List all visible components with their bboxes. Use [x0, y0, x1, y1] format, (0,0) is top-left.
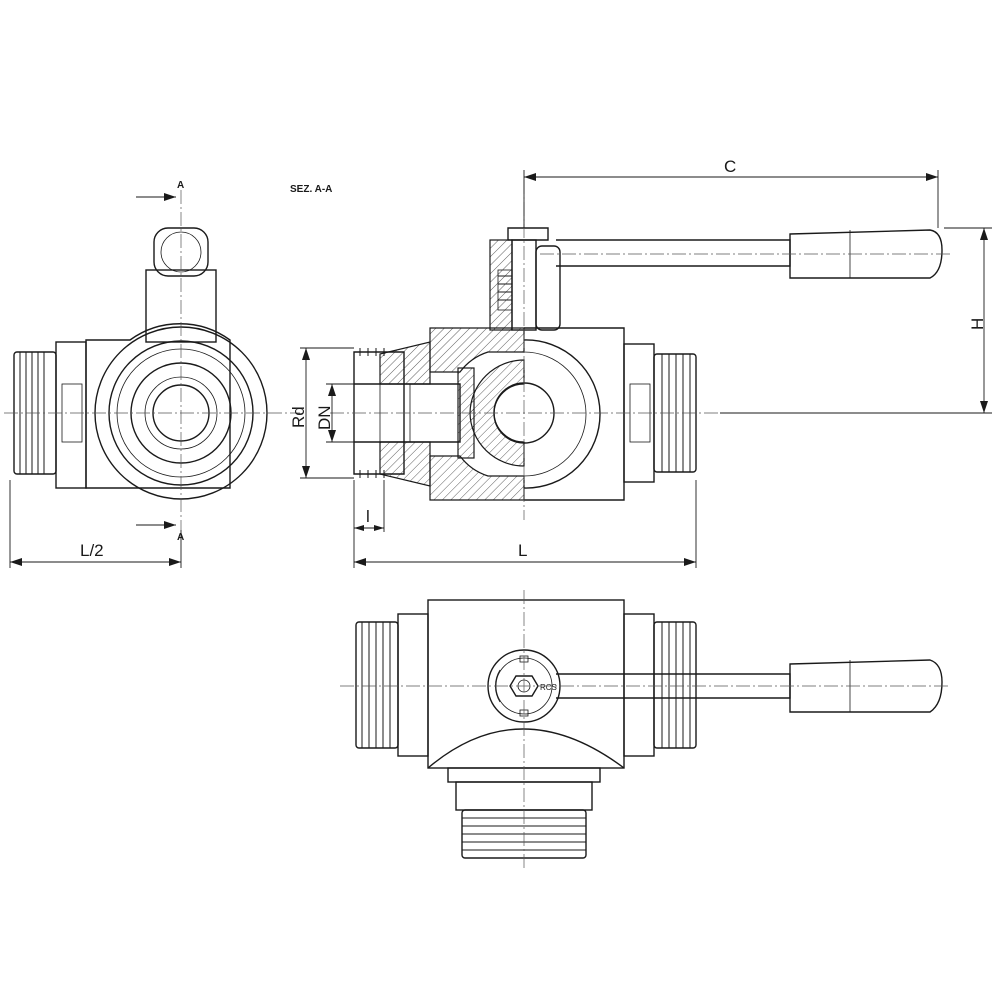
section-marker-top: A: [136, 180, 184, 201]
top-view: RCS: [340, 590, 950, 870]
dimension-nominal-diameter: DN: [315, 383, 354, 443]
dimension-half-length: L/2: [9, 480, 182, 568]
dimension-handle-reach: C: [523, 157, 939, 228]
dimension-dn-label: DN: [315, 405, 334, 430]
section-marker-bottom: A: [136, 521, 184, 543]
dimension-rd-label: Rd: [289, 406, 308, 428]
section-mark-top: A: [177, 180, 184, 191]
dimension-half-length-label: L/2: [80, 541, 104, 560]
logo-mark: RCS: [540, 683, 557, 692]
side-view: [4, 190, 300, 530]
dimension-length: L: [354, 480, 697, 568]
dimension-h-label: H: [968, 318, 987, 330]
dimension-l-small-label: l: [366, 507, 370, 526]
dimension-thread-length: l: [353, 480, 385, 568]
dimension-thread-diameter: Rd: [289, 347, 354, 479]
dimension-height: H: [720, 227, 992, 414]
dimension-length-label: L: [518, 541, 527, 560]
section-view: [330, 180, 950, 520]
section-title: SEZ. A-A: [290, 184, 332, 195]
dimension-c-label: C: [724, 157, 736, 176]
